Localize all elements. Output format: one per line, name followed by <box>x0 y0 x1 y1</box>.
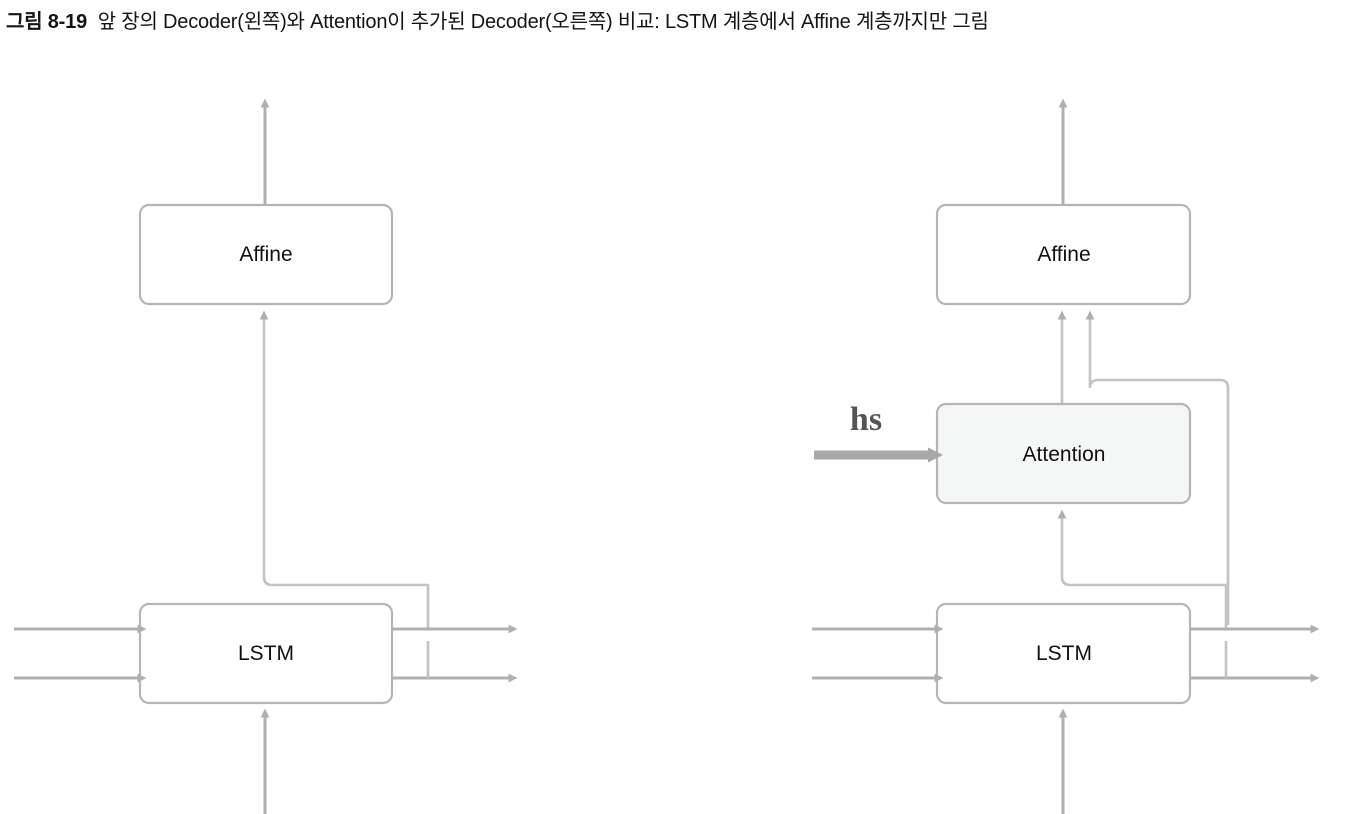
left-panel-group <box>14 98 518 814</box>
right-lstm-label: LSTM <box>1035 642 1093 665</box>
lstm-bypass-to-affine-arrow <box>1085 310 1230 625</box>
hs-input-label: hs <box>849 401 883 438</box>
figure-number: 그림 8-19 <box>6 11 87 33</box>
figure-caption: 그림 8-19 앞 장의 Decoder(왼쪽)와 Attention이 추가된… <box>6 4 1342 40</box>
right-affine-label: Affine <box>1037 243 1091 266</box>
left-lstm-to-affine-arrow <box>259 310 430 629</box>
lstm-to-attention-arrow <box>1057 509 1228 629</box>
figure-caption-text: 앞 장의 Decoder(왼쪽)와 Attention이 추가된 Decoder… <box>97 11 989 33</box>
attention-label: Attention <box>1022 443 1106 466</box>
left-lstm-label: LSTM <box>237 642 295 665</box>
left-affine-label: Affine <box>239 243 293 266</box>
